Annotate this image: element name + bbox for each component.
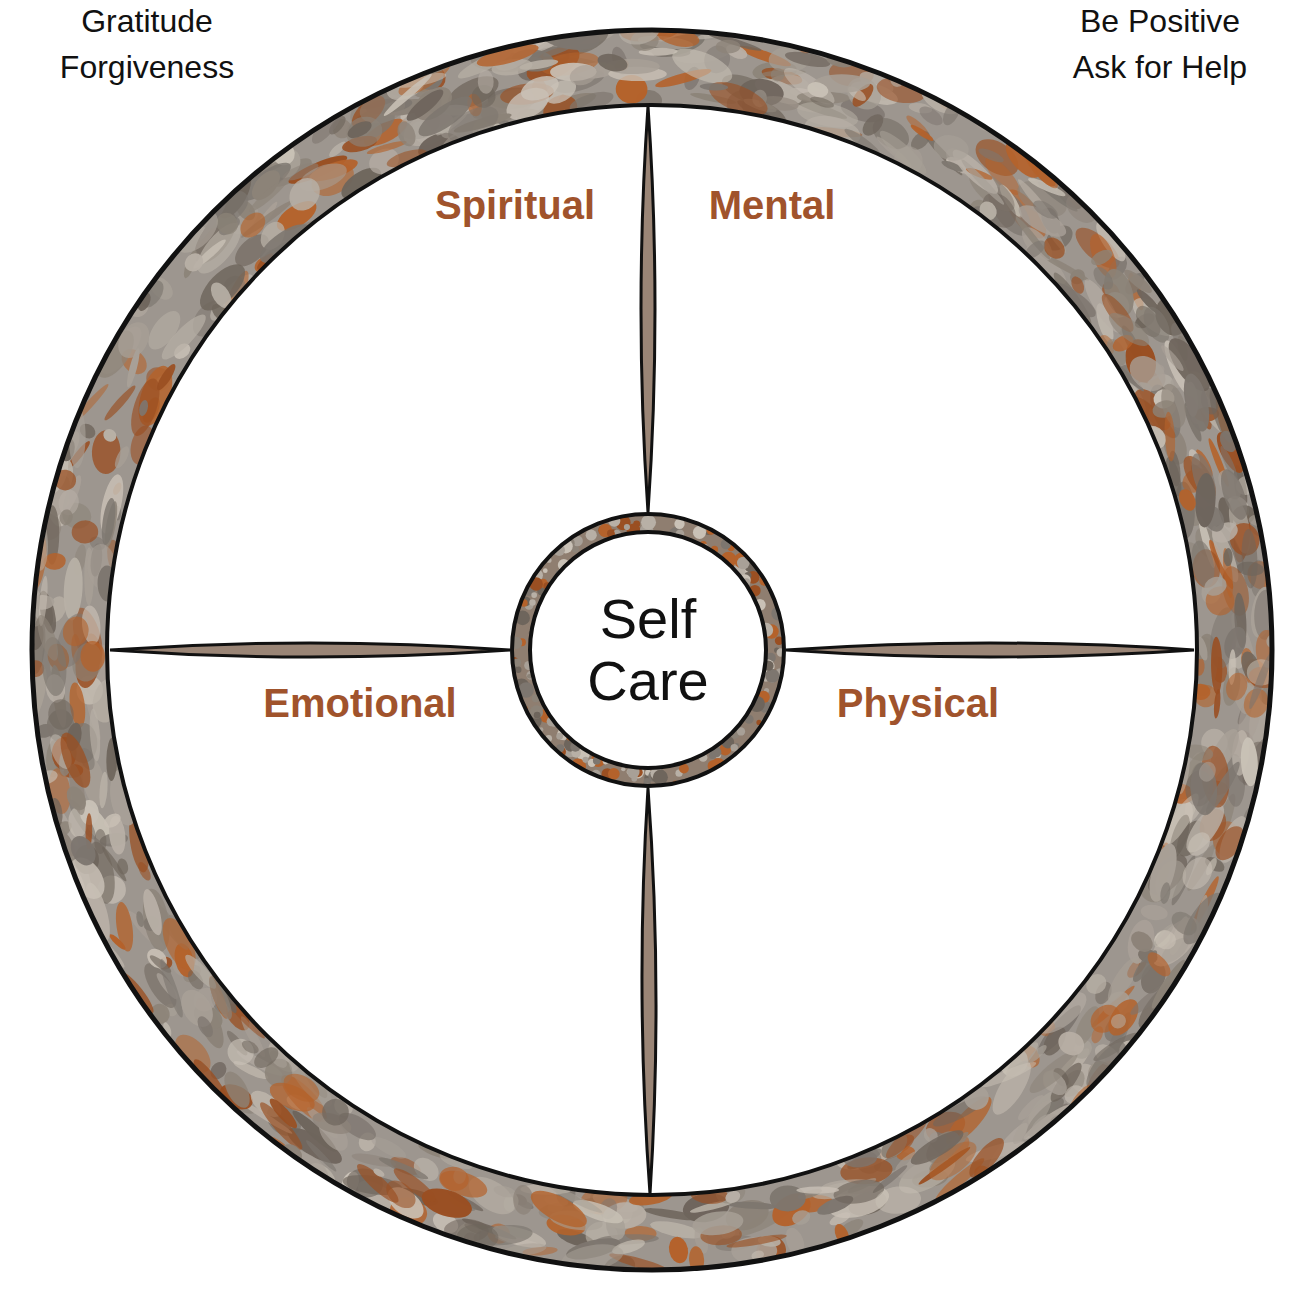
corner-note: Forgiveness xyxy=(60,50,234,85)
corner-note: Be Positive xyxy=(1080,4,1240,39)
outer-circle xyxy=(32,30,1272,1270)
center-title: Self Care xyxy=(563,588,733,711)
hub-ring xyxy=(500,500,800,800)
corner-note: Ask for Help xyxy=(1073,50,1247,85)
spokes xyxy=(110,106,1194,1194)
spoke xyxy=(110,643,510,657)
quadrant-label-box: Mental xyxy=(709,183,836,227)
quadrant-title: Mental xyxy=(709,183,836,227)
inner-circle xyxy=(107,105,1197,1195)
corner-note: Gratitude xyxy=(81,4,213,39)
quadrant-label-box: Physical xyxy=(837,681,999,725)
spoke xyxy=(641,106,655,512)
quadrant-title: Emotional xyxy=(263,681,456,725)
spoke xyxy=(642,788,656,1194)
spoke xyxy=(786,643,1194,657)
quadrant-label-box: Emotional xyxy=(263,681,456,725)
quadrant-title: Spiritual xyxy=(435,183,595,227)
quadrant-title: Physical xyxy=(837,681,999,725)
quadrant-label-box: Spiritual xyxy=(435,183,595,227)
center-circle: Self Care xyxy=(563,588,733,711)
